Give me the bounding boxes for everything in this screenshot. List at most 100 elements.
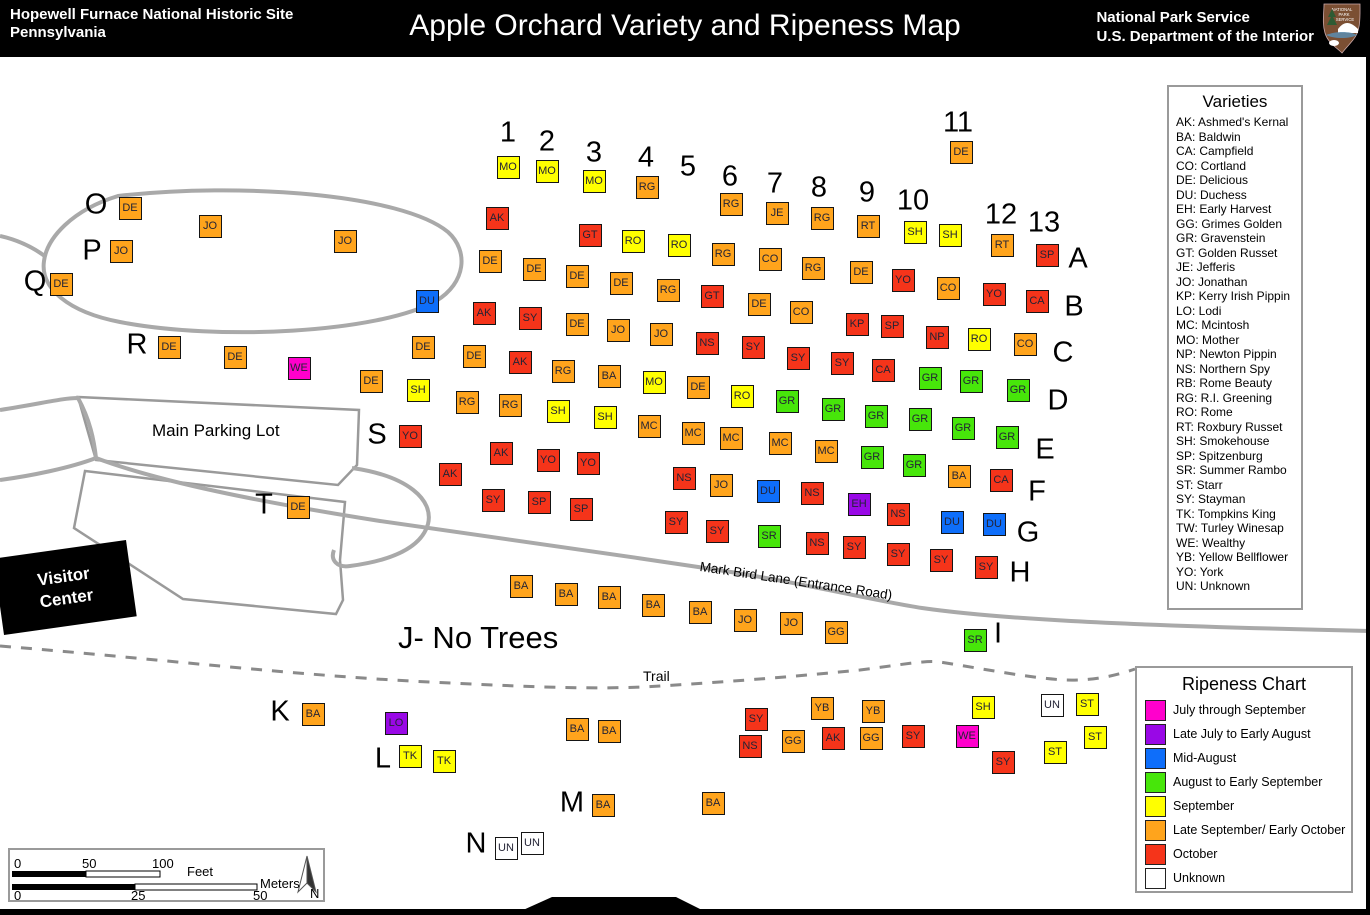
tree-marker-ak: AK	[489, 441, 513, 465]
tree-marker-lo: LO	[384, 711, 408, 735]
feet-tick-50: 50	[82, 856, 97, 871]
tree-marker-de: DE	[286, 495, 310, 519]
tree-marker-je: JE	[765, 201, 789, 225]
tree-marker-ns: NS	[695, 331, 719, 355]
agency-name: National Park Service U.S. Department of…	[1096, 8, 1314, 46]
tree-marker-mo: MO	[496, 155, 520, 179]
tree-marker-np: NP	[925, 325, 949, 349]
tree-marker-sy: SY	[886, 542, 910, 566]
tree-marker-rg: RG	[810, 206, 834, 230]
tree-marker-gr: GR	[864, 404, 888, 428]
variety-item-tw: TW: Turley Winesap	[1176, 521, 1284, 535]
scale-bar-graphic	[12, 855, 317, 894]
meter-unit: Meters	[260, 876, 300, 891]
field-oval	[41, 188, 464, 335]
tree-marker-sh: SH	[971, 695, 995, 719]
tree-marker-mc: MC	[681, 421, 705, 445]
row-label-k: K	[270, 695, 290, 728]
row-label-p: P	[82, 234, 102, 267]
tree-marker-gr: GR	[995, 425, 1019, 449]
tree-marker-de: DE	[49, 272, 73, 296]
park-name-line1: Hopewell Furnace National Historic Site	[10, 6, 294, 23]
tree-marker-jo: JO	[709, 473, 733, 497]
tree-marker-ba: BA	[701, 791, 725, 815]
tree-marker-kp: KP	[845, 312, 869, 336]
tree-marker-gt: GT	[578, 223, 602, 247]
agency-line1: National Park Service	[1096, 9, 1250, 26]
tree-marker-ns: NS	[805, 531, 829, 555]
tree-marker-gr: GR	[959, 369, 983, 393]
variety-item-gr: GR: Gravenstein	[1176, 231, 1266, 245]
ripeness-swatch-jul_sep	[1145, 699, 1166, 721]
tree-marker-yb: YB	[810, 696, 834, 720]
row-label-10: 10	[896, 184, 930, 217]
variety-item-ns: NS: Northern Spy	[1176, 361, 1271, 376]
tree-marker-ro: RO	[967, 327, 991, 351]
tree-marker-ba: BA	[509, 574, 533, 598]
variety-item-ro: RO: Rome	[1176, 405, 1233, 419]
row-label-5: 5	[679, 150, 697, 183]
row-label-11: 11	[942, 106, 974, 139]
tree-marker-un: UN	[1040, 693, 1064, 717]
tree-marker-sy: SY	[518, 306, 542, 330]
tree-marker-sp: SP	[569, 497, 593, 521]
tree-marker-yo: YO	[576, 451, 600, 475]
tree-marker-ba: BA	[641, 593, 665, 617]
tree-marker-ak: AK	[485, 206, 509, 230]
tree-marker-we: WE	[955, 724, 979, 748]
row-label-4: 4	[637, 141, 655, 174]
ripeness-row-unk: Unknown	[1137, 866, 1351, 890]
row-label-13: 13	[1027, 206, 1061, 239]
tree-marker-jo: JO	[733, 608, 757, 632]
variety-item-lo: LO: Lodi	[1176, 303, 1222, 318]
variety-item-mc: MC: Mcintosh	[1176, 318, 1250, 332]
tree-marker-sy: SY	[901, 724, 925, 748]
tree-marker-sy: SY	[991, 750, 1015, 774]
ripeness-label-sep: September	[1173, 799, 1235, 813]
tree-marker-de: DE	[565, 264, 589, 288]
tree-marker-sy: SY	[744, 707, 768, 731]
tree-marker-du: DU	[415, 289, 439, 313]
row-label-8: 8	[810, 171, 828, 204]
row-label-g: G	[1016, 516, 1040, 549]
row-label-2: 2	[538, 125, 556, 158]
ripeness-swatch-aug_sep	[1145, 771, 1166, 793]
nps-arrowhead-icon: NATIONAL PARK SERVICE	[1322, 3, 1361, 54]
ripeness-swatch-mid_aug	[1145, 747, 1166, 769]
variety-item-co: CO: Cortland	[1176, 158, 1247, 173]
tree-marker-jo: JO	[333, 229, 357, 253]
tree-marker-mo: MO	[535, 159, 559, 183]
tree-marker-rg: RG	[635, 175, 659, 199]
tree-marker-yb: YB	[861, 699, 885, 723]
tree-marker-ak: AK	[508, 350, 532, 374]
tree-marker-sy: SY	[830, 351, 854, 375]
tree-marker-de: DE	[118, 196, 142, 220]
tree-marker-sp: SP	[527, 490, 551, 514]
feet-tick-0: 0	[14, 856, 22, 871]
row-label-f: F	[1028, 475, 1046, 508]
tree-marker-sp: SP	[1035, 243, 1059, 267]
tree-marker-sp: SP	[880, 314, 904, 338]
tree-marker-sh: SH	[593, 405, 617, 429]
ripeness-row-aug_sep: August to Early September	[1137, 770, 1351, 794]
tree-marker-mo: MO	[642, 370, 666, 394]
tree-marker-gr: GR	[1006, 378, 1030, 402]
tree-marker-ca: CA	[871, 358, 895, 382]
tree-marker-sh: SH	[903, 220, 927, 244]
tree-marker-tk: TK	[432, 749, 456, 773]
tree-marker-gr: GR	[821, 397, 845, 421]
tree-marker-de: DE	[609, 271, 633, 295]
tree-marker-de: DE	[157, 335, 181, 359]
row-label-h: H	[1009, 556, 1031, 589]
tree-marker-ba: BA	[597, 585, 621, 609]
ripeness-label-mid_aug: Mid-August	[1173, 751, 1237, 765]
tree-marker-gr: GR	[951, 416, 975, 440]
variety-item-un: UN: Unknown	[1176, 579, 1251, 593]
tree-marker-rg: RG	[719, 192, 743, 216]
tree-marker-de: DE	[565, 312, 589, 336]
tree-marker-ca: CA	[1025, 289, 1049, 313]
tree-marker-gr: GR	[775, 389, 799, 413]
